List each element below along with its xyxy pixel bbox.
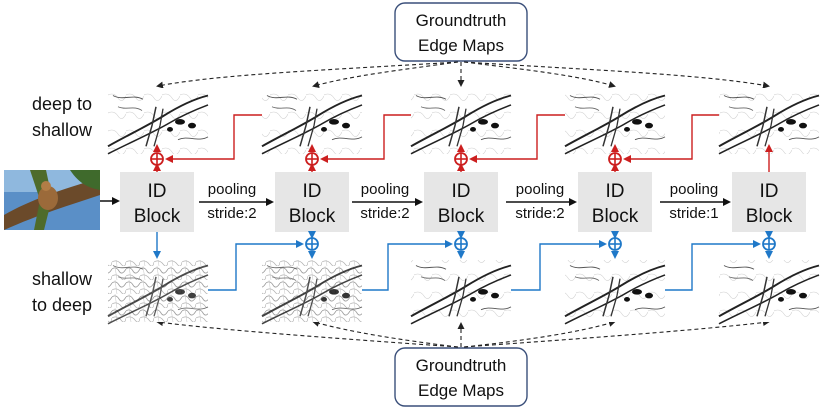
id-block-5-line1: ID	[760, 181, 779, 202]
supervision-arrows-bottom	[156, 319, 770, 348]
edge-map-top-2	[261, 88, 363, 155]
id-block-5-line2: Block	[746, 206, 793, 227]
edge-map-bottom-3	[410, 260, 512, 325]
id-block-4-line2: Block	[592, 206, 639, 227]
edge-map-bottom-5	[718, 260, 820, 325]
pooling-4: pooling stride:1	[660, 181, 731, 222]
id-block-1-line2: Block	[134, 206, 181, 227]
pooling-1-stride: stride:2	[207, 205, 256, 222]
edge-map-top-3	[410, 88, 512, 155]
groundtruth-top-line1: Groundtruth	[416, 11, 507, 30]
row-label-bottom-line1: shallow	[32, 269, 93, 289]
id-block-2-line2: Block	[289, 206, 336, 227]
id-block-2-line1: ID	[303, 181, 322, 202]
pooling-1-label: pooling	[208, 181, 256, 198]
id-block-4: ID Block	[578, 172, 652, 232]
pooling-2-stride: stride:2	[360, 205, 409, 222]
edge-map-bottom-1	[107, 260, 209, 325]
sum-blue-5	[762, 237, 776, 251]
input-image	[4, 170, 100, 230]
groundtruth-top-line2: Edge Maps	[418, 36, 504, 55]
supervision-arrows-top	[156, 61, 770, 89]
id-block-2: ID Block	[275, 172, 349, 232]
sum-blue-4	[608, 237, 622, 251]
sum-red-3	[454, 152, 468, 166]
pooling-4-label: pooling	[670, 181, 718, 198]
row-label-top-line2: shallow	[32, 120, 93, 140]
groundtruth-bottom-line2: Edge Maps	[418, 381, 504, 400]
sum-red-2	[305, 152, 319, 166]
id-block-3-line1: ID	[452, 181, 471, 202]
id-block-1-line1: ID	[148, 181, 167, 202]
edge-map-bottom-2	[261, 260, 363, 325]
id-block-4-line1: ID	[606, 181, 625, 202]
deep-to-shallow-connections	[153, 114, 773, 172]
row-label-bottom-line2: to deep	[32, 295, 92, 315]
edge-map-top-5	[718, 88, 820, 155]
edge-map-top-1	[107, 88, 209, 155]
edge-map-bottom-4	[564, 260, 666, 325]
pooling-3-label: pooling	[516, 181, 564, 198]
groundtruth-bottom-box: Groundtruth Edge Maps	[394, 347, 528, 407]
id-block-3: ID Block	[424, 172, 498, 232]
pooling-3-stride: stride:2	[515, 205, 564, 222]
pooling-4-stride: stride:1	[669, 205, 718, 222]
edge-map-top-4	[564, 88, 666, 155]
pooling-2: pooling stride:2	[352, 181, 423, 222]
pooling-1: pooling stride:2	[199, 181, 274, 222]
row-label-top-line1: deep to	[32, 94, 92, 114]
sum-blue-3	[454, 237, 468, 251]
id-block-1: ID Block	[120, 172, 194, 232]
shallow-to-deep-connections	[153, 231, 773, 291]
sum-blue-2	[305, 237, 319, 251]
sum-red-1	[150, 152, 164, 166]
id-block-5: ID Block	[732, 172, 806, 232]
pooling-3: pooling stride:2	[506, 181, 577, 222]
groundtruth-bottom-line1: Groundtruth	[416, 356, 507, 375]
pooling-2-label: pooling	[361, 181, 409, 198]
sum-red-4	[608, 152, 622, 166]
groundtruth-top-box: Groundtruth Edge Maps	[394, 2, 528, 62]
id-block-3-line2: Block	[438, 206, 485, 227]
